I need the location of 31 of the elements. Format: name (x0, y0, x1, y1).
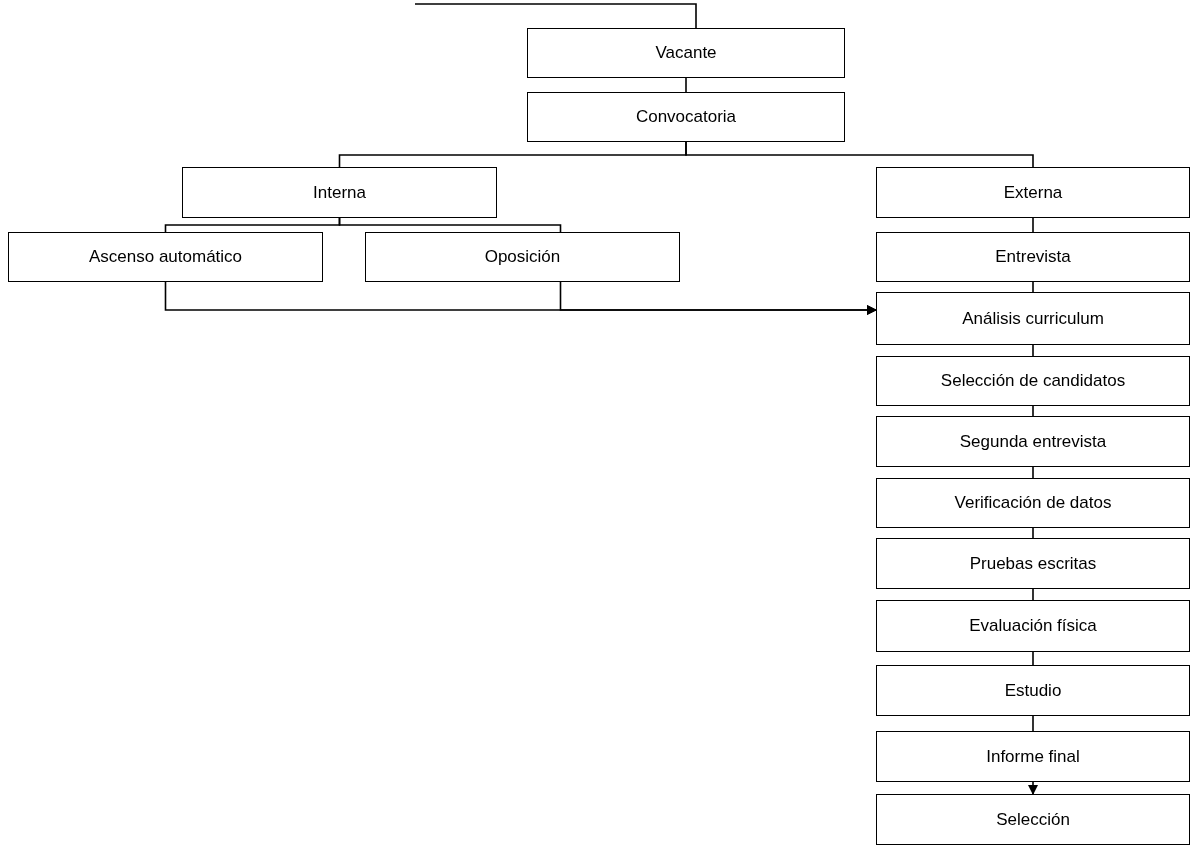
connector-line (1032, 217, 1034, 233)
process-box: Estudio (876, 665, 1190, 716)
process-box: Vacante (527, 28, 845, 78)
arrow (1028, 781, 1038, 795)
process-box: Selección de candidatos (876, 356, 1190, 406)
process-box: Ascenso automático (8, 232, 323, 282)
connector-line (1032, 466, 1034, 479)
process-box: Segunda entrevista (876, 416, 1190, 467)
process-box: Interna (182, 167, 497, 218)
connector-line (1032, 715, 1034, 732)
process-box: Entrevista (876, 232, 1190, 282)
connector-line (1032, 281, 1034, 293)
process-box: Externa (876, 167, 1190, 218)
connector-line (685, 77, 687, 93)
process-box: Oposición (365, 232, 680, 282)
process-box: Informe final (876, 731, 1190, 782)
connector-line (685, 141, 1034, 168)
arrow (559, 281, 877, 315)
connector-line (1032, 344, 1034, 357)
process-box: Pruebas escritas (876, 538, 1190, 589)
connector-line (1032, 651, 1034, 666)
connector-line (1032, 405, 1034, 417)
process-box: Selección (876, 794, 1190, 845)
connector-line (338, 217, 562, 233)
process-box: Análisis curriculum (876, 292, 1190, 345)
connector-line (414, 3, 697, 29)
process-box: Verificación de datos (876, 478, 1190, 528)
process-box: Evaluación física (876, 600, 1190, 652)
connector-line (1032, 527, 1034, 539)
process-box: Convocatoria (527, 92, 845, 142)
connector-line (1032, 588, 1034, 601)
